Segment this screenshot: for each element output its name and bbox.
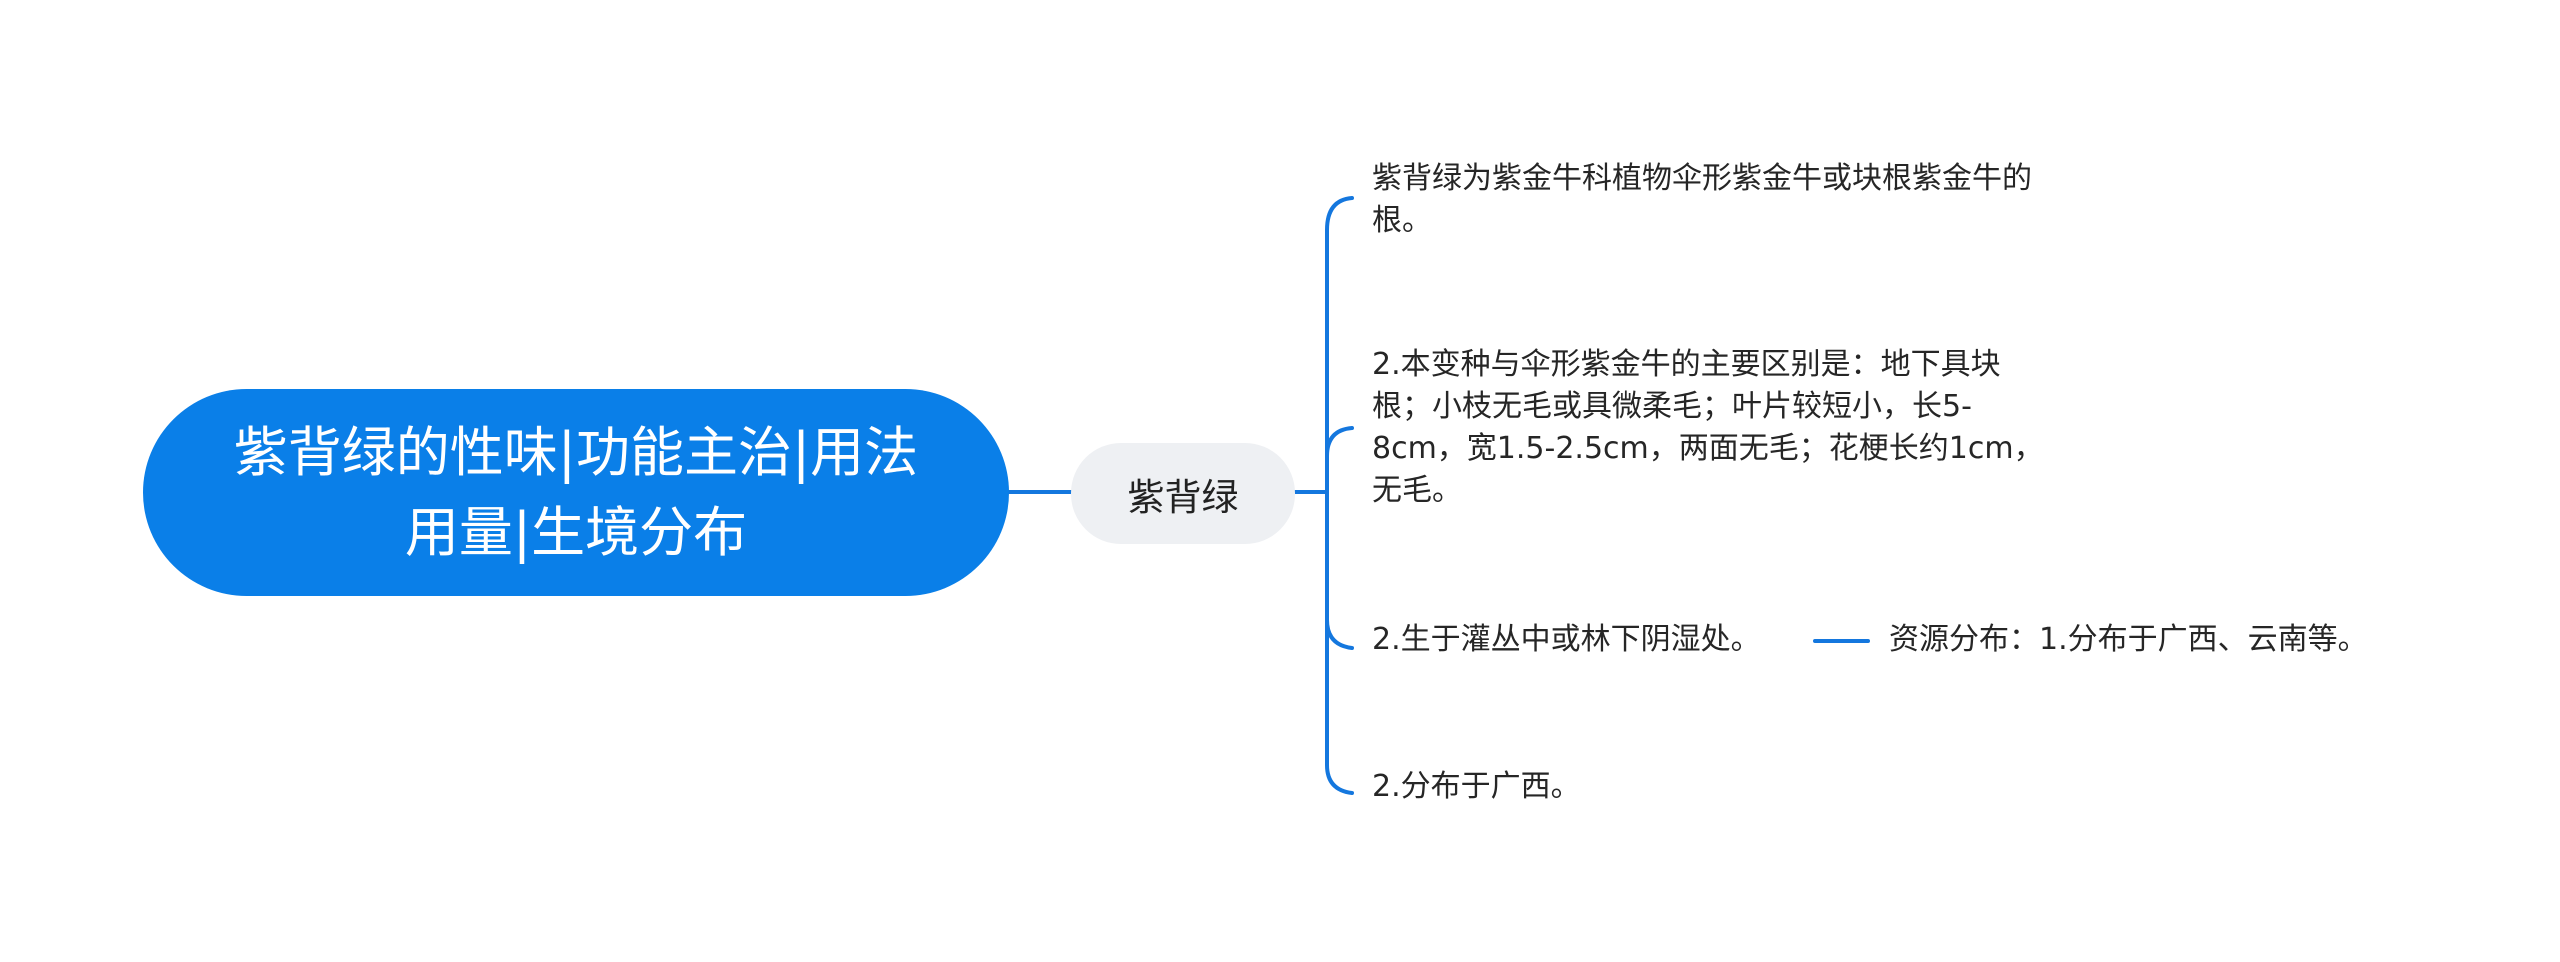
root-topic[interactable]: 紫背绿的性味|功能主治|用法用量|生境分布 — [143, 389, 1009, 596]
subtopic-4-label: 2.分布于广西。 — [1372, 769, 1581, 804]
subtopic-1[interactable]: 紫背绿为紫金牛科植物伞形紫金牛或块根紫金牛的根。 — [1372, 158, 2052, 242]
main-topic-label: 紫背绿 — [1127, 475, 1239, 519]
subtopic-4[interactable]: 2.分布于广西。 — [1372, 766, 1581, 808]
subtopic-2-label: 2.本变种与伞形紫金牛的主要区别是：地下具块根；小枝无毛或具微柔毛；叶片较短小，… — [1372, 347, 2044, 508]
branch-to-leaf-3-connector — [1325, 490, 1354, 650]
subtopic-3-child-label: 资源分布：1.分布于广西、云南等。 — [1889, 622, 2368, 657]
subtopic-3[interactable]: 2.生于灌丛中或林下阴湿处。 — [1372, 619, 1761, 661]
branch-to-leaf-4-connector — [1325, 490, 1354, 795]
branch-to-leaf-1-connector — [1325, 196, 1354, 494]
subtopic-3-label: 2.生于灌丛中或林下阴湿处。 — [1372, 622, 1761, 657]
subtopic-1-label: 紫背绿为紫金牛科植物伞形紫金牛或块根紫金牛的根。 — [1372, 161, 2032, 238]
subtopic-3-child[interactable]: 资源分布：1.分布于广西、云南等。 — [1889, 619, 2368, 661]
root-topic-label: 紫背绿的性味|功能主治|用法用量|生境分布 — [233, 420, 919, 564]
branch-to-leaf-2-connector — [1325, 426, 1354, 494]
main-topic[interactable]: 紫背绿 — [1071, 443, 1295, 544]
subtopic-2[interactable]: 2.本变种与伞形紫金牛的主要区别是：地下具块根；小枝无毛或具微柔毛；叶片较短小，… — [1372, 344, 2052, 512]
